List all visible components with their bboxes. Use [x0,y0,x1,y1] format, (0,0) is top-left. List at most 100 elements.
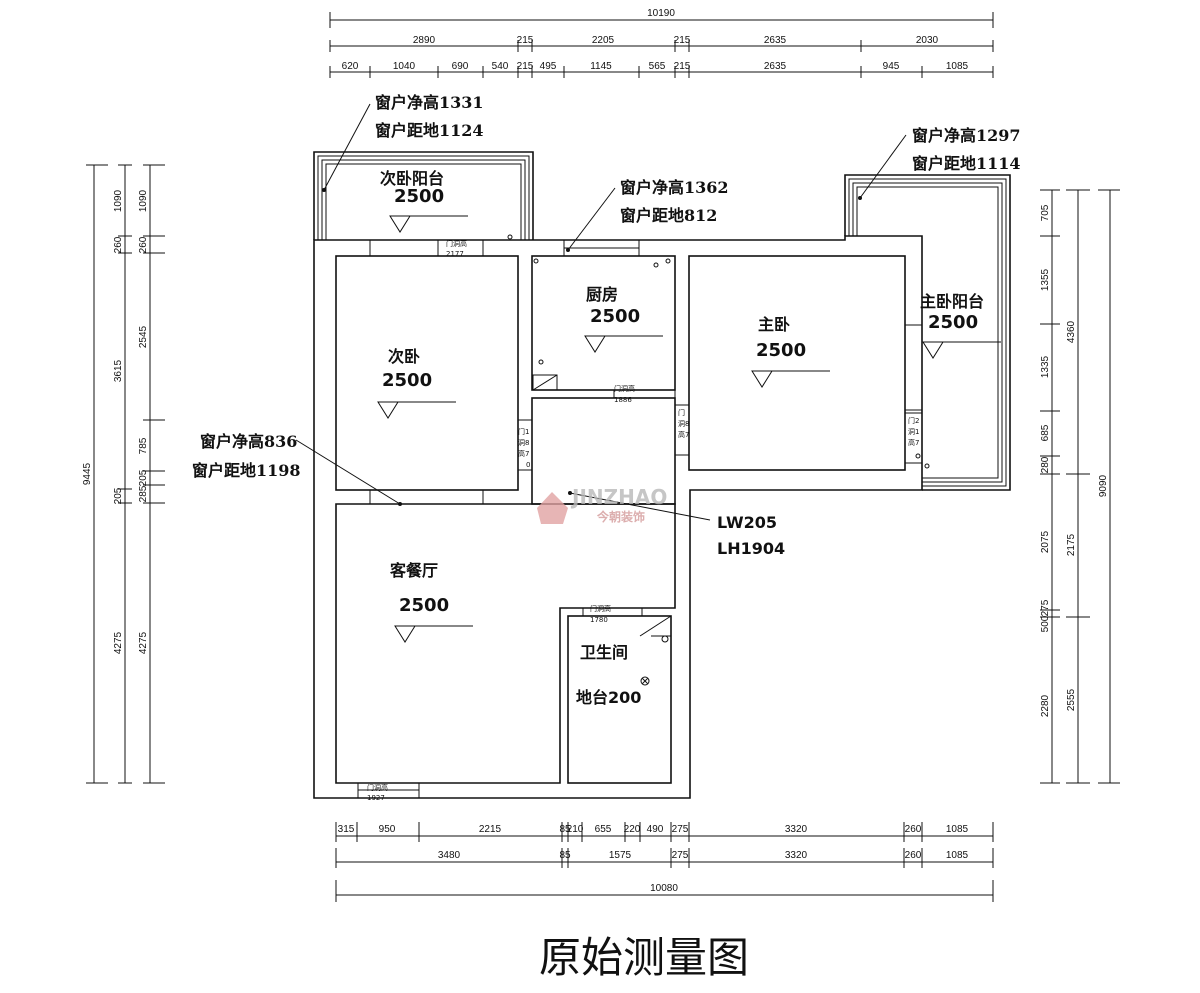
elevation-marker-icon [584,335,606,353]
dim-right-mid-0: 4360 [1066,320,1077,343]
dim-left-mid-1: 260 [113,236,124,253]
dim-top-detail-9: 2635 [764,61,787,72]
dim-bottom-mid-1: 85 [559,850,571,861]
dim-right-inner-2: 1335 [1040,355,1051,378]
dim-top-detail-11: 1085 [946,61,969,72]
room-name-bedroom2: 次卧 [388,347,420,366]
dim-top-detail-4: 215 [517,61,534,72]
dim-top-mid-3: 215 [674,35,691,46]
room-name-kitchen: 厨房 [586,285,618,304]
annotations: 窗户净高1331 窗户距地1124 窗户净高1297 窗户距地1114 窗户净高… [192,93,1021,558]
side-door-1-d: 0 [526,461,530,469]
room-labels: 次卧阳台 2500 次卧 2500 厨房 2500 主卧 2500 主卧阳台 2… [377,169,1001,707]
dim-top-detail-7: 565 [649,61,666,72]
room-height-living-dining: 2500 [399,595,449,616]
dim-right-outer: 9090 [1098,474,1109,497]
dim-left-mid-0: 1090 [113,189,124,212]
room-height-bathroom: 地台200 [576,688,641,707]
door-value-3: 1780 [590,616,608,624]
elevation-marker-icon [394,625,416,643]
dim-top-detail-5: 495 [540,61,557,72]
room-outline-living [335,503,676,784]
dim-left-inner-6: 4275 [138,631,149,654]
top-dimensions: 10190 2890 215 2205 215 2635 2030 620 10… [329,8,994,78]
dim-left-inner-4: 205 [138,469,149,486]
room-height-bedroom2: 2500 [382,370,432,391]
note-w2-sill: 窗户距地1114 [912,154,1021,173]
side-door-3-c: 高7 [908,438,919,447]
room-outline-master-bedroom [688,255,906,471]
dim-top-mid-5: 2030 [916,35,939,46]
dim-bottom-detail-1: 950 [379,824,396,835]
dim-top-detail-10: 945 [883,61,900,72]
floor-drain-icon [640,676,650,686]
dim-bottom-mid-2: 1575 [609,850,632,861]
watermark-brand: JINZHAO [570,485,667,509]
side-door-1-c: 高7 [518,449,529,458]
room-height-master-bedroom: 2500 [756,340,806,361]
dim-left-inner-2: 2545 [138,325,149,348]
door-value-4: 1927 [367,794,385,802]
dim-left-inner-5: 285 [138,485,149,502]
note-beam-width: LW205 [717,513,777,532]
dim-top-detail-1: 1040 [393,61,416,72]
door-value-2: 1886 [614,396,632,404]
right-dimensions: 705 1355 1335 685 280 2075 275 500 2280 … [1040,189,1120,784]
dim-top-detail-6: 1145 [590,61,612,72]
room-name-living-dining: 客餐厅 [390,561,438,580]
drawing-title: 原始测量图 [539,933,749,982]
dim-left-mid-4: 4275 [113,631,124,654]
door-label-2: 门洞高 [614,384,635,393]
dim-left-inner-3: 785 [138,437,149,454]
door-value-1: 2177 [446,250,464,258]
walls [313,151,1011,799]
dim-bottom-detail-3: 85 [559,824,571,835]
dim-right-inner-1: 1355 [1040,268,1051,291]
room-height-master-balcony: 2500 [928,312,978,333]
dim-right-inner-0: 705 [1040,204,1051,221]
side-door-2-c: 高7 [678,430,689,439]
dim-right-inner-7: 500 [1040,615,1051,632]
note-w1-sill: 窗户距地1124 [375,121,484,140]
dim-right-inner-3: 685 [1040,424,1051,441]
note-w2-height: 窗户净高1297 [912,126,1021,145]
dim-top-total: 10190 [647,8,675,19]
dim-bottom-detail-9: 3320 [785,824,808,835]
door-label-3: 门洞高 [590,604,611,613]
dim-top-detail-3: 540 [492,61,509,72]
dim-bottom-detail-11: 1085 [946,824,969,835]
dim-right-mid-1: 2175 [1066,533,1077,556]
dim-right-mid-2: 2555 [1066,688,1077,711]
dim-top-mid-4: 2635 [764,35,787,46]
dim-bottom-mid-6: 1085 [946,850,969,861]
side-door-2-a: 门 [678,408,685,417]
dim-bottom-total: 10080 [650,883,678,894]
dim-right-inner-4: 280 [1040,456,1051,473]
watermark-brand-cn: 今朝装饰 [596,509,645,524]
dim-bottom-detail-5: 655 [595,824,612,835]
dim-top-detail-8: 215 [674,61,691,72]
dim-bottom-detail-7: 490 [647,824,664,835]
note-w3-height: 窗户净高1362 [620,178,729,197]
dim-top-detail-0: 620 [342,61,359,72]
dim-bottom-mid-3: 275 [672,850,689,861]
dim-bottom-mid-5: 260 [905,850,922,861]
room-height-balcony2: 2500 [394,186,444,207]
note-w4-height: 窗户净高836 [200,432,297,451]
room-outline-bedroom2 [335,255,519,491]
watermark-logo: JINZHAO 今朝装饰 [537,485,667,524]
door-label-4: 门洞高 [367,783,388,792]
dim-left-mid-2: 3615 [113,359,124,382]
elevation-marker-icon [389,215,411,233]
dim-bottom-detail-8: 275 [672,824,689,835]
room-height-kitchen: 2500 [590,306,640,327]
dim-bottom-mid-4: 3320 [785,850,808,861]
dim-left-inner-0: 1090 [138,189,149,212]
dim-bottom-detail-6: 220 [624,824,641,835]
side-door-1-b: 洞8 [518,438,529,447]
elevation-marker-icon [751,370,773,388]
dim-top-mid-0: 2890 [413,35,436,46]
door-labels: 门洞高 2177 门洞高 1886 门洞高 1780 门洞高 1927 门1 洞… [367,239,919,802]
dim-bottom-detail-2: 2215 [479,824,502,835]
